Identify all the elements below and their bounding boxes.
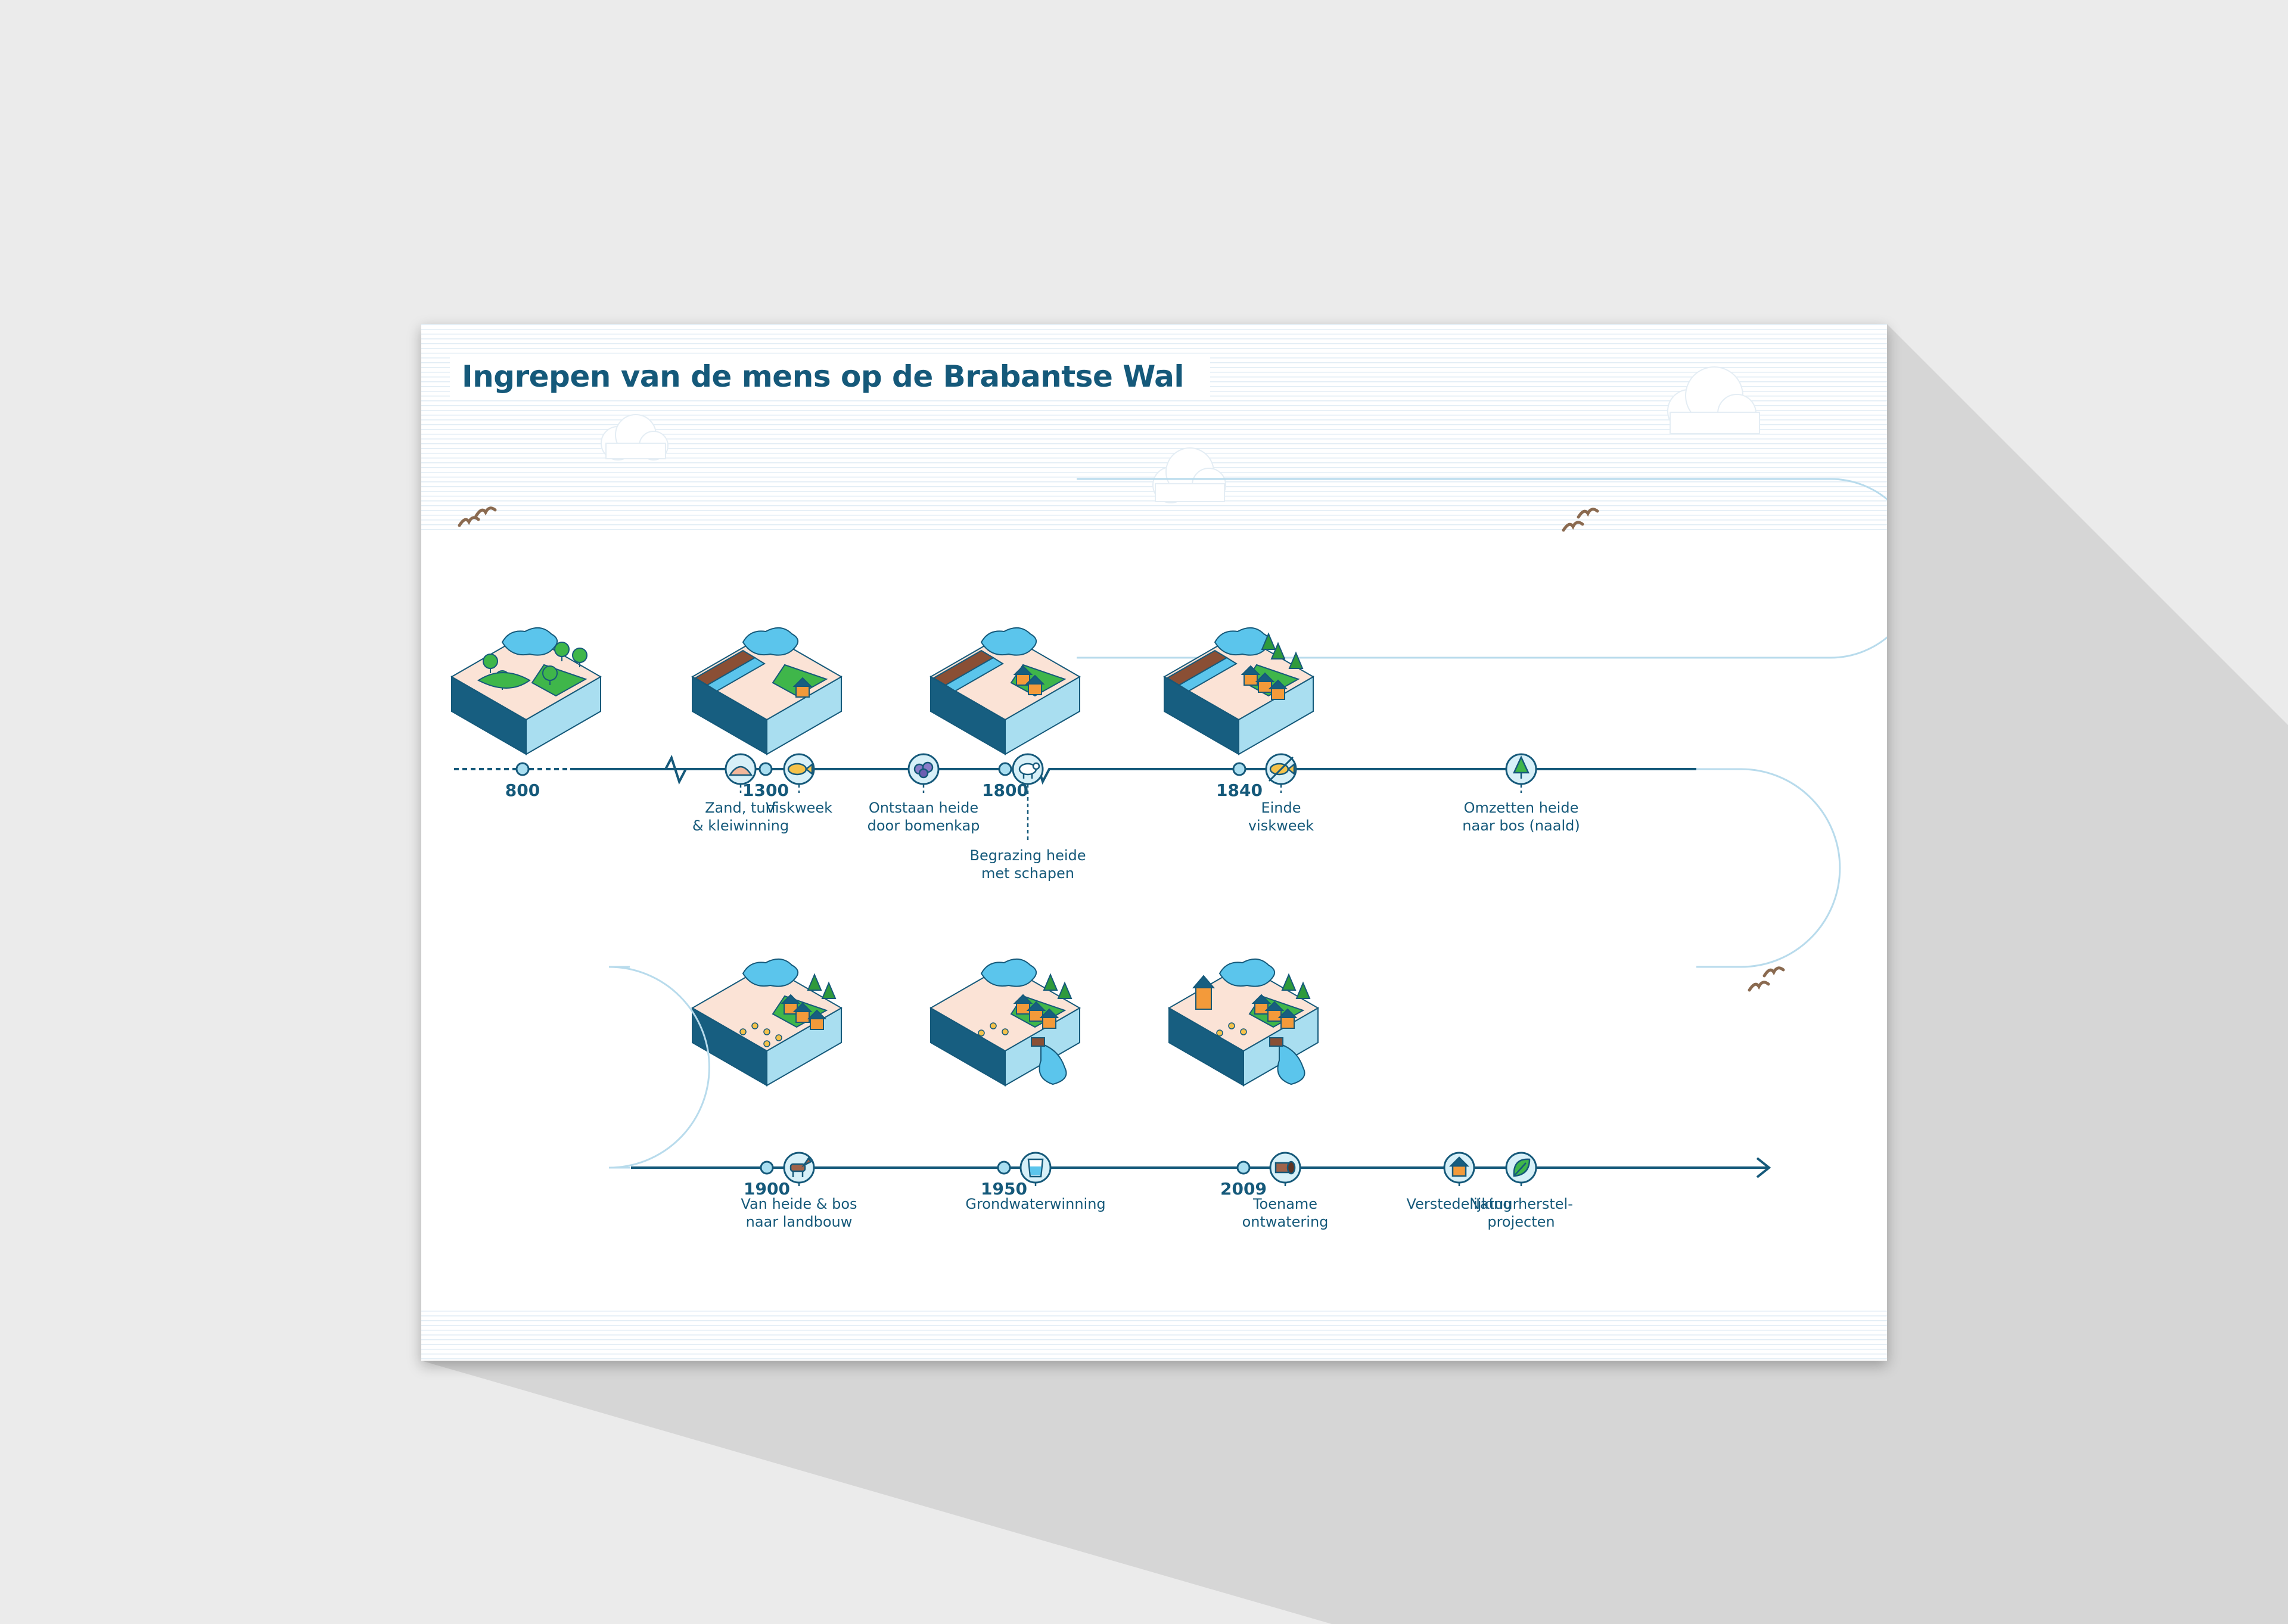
event-label: ontwatering [1242, 1214, 1329, 1230]
year-dot [997, 1161, 1011, 1175]
year-dot [1232, 762, 1246, 776]
horse-icon [789, 1156, 812, 1177]
event-label: Einde [1261, 799, 1301, 816]
event-sand-pile: Zand, turf& kleiwinning [692, 753, 789, 834]
year-marker-2009: 2009 [1220, 1161, 1267, 1199]
year-marker-1840: 1840 [1216, 762, 1263, 800]
year-label: 1950 [981, 1179, 1027, 1199]
landscape-tile [929, 627, 1081, 755]
timeline-diagram: 800 1300 1800 1840 1900 1950 2009 Zand, turf& … [421, 324, 1887, 1361]
title-box: Ingrepen van de mens op de Brabantse Wal [450, 357, 1211, 400]
house-icon [1448, 1156, 1470, 1177]
bird-icon [474, 506, 497, 518]
heather-icon [913, 761, 934, 779]
bird-icon [1562, 521, 1584, 532]
bird-icon [1577, 508, 1599, 519]
landscape-tile [1167, 959, 1320, 1087]
timeline-line [740, 754, 1696, 785]
year-label: 800 [505, 780, 540, 800]
year-label: 1300 [742, 780, 789, 800]
event-drain-pipe: Toename ontwatering [1242, 1152, 1329, 1230]
year-marker-1300: 1300 [742, 762, 789, 800]
landscape-tile [691, 959, 843, 1087]
page-title: Ingrepen van de mens op de Brabantse Wal [462, 359, 1185, 394]
year-marker-800: 800 [505, 762, 540, 800]
birds [458, 506, 1785, 992]
year-dot [760, 1161, 774, 1175]
event-label: Natuurherstel- [1469, 1196, 1573, 1212]
curve-connector-right-side [1696, 768, 1841, 968]
pine-tree-icon [1513, 755, 1530, 779]
bird-icon [1762, 966, 1785, 978]
year-dot [998, 762, 1012, 776]
event-water-glass: Grondwaterwinning [965, 1152, 1106, 1212]
event-house: Verstedelijking [1407, 1152, 1512, 1212]
curve-connector-right [1077, 478, 1887, 659]
event-label: projecten [1487, 1214, 1555, 1230]
year-label: 2009 [1220, 1179, 1267, 1199]
year-label: 1900 [744, 1179, 790, 1199]
event-label: Begrazing heide [969, 847, 1086, 864]
event-label: Toename [1252, 1196, 1317, 1212]
year-label: 1800 [982, 780, 1028, 800]
landscape-tile [1162, 627, 1315, 755]
event-label: viskweek [1248, 817, 1314, 834]
leaf-icon [1513, 1158, 1531, 1177]
year-dot [515, 762, 530, 776]
cloud-icon [1152, 447, 1226, 503]
year-marker-1900: 1900 [744, 1161, 790, 1199]
event-label: Zand, turf [705, 799, 776, 816]
year-label: 1840 [1216, 780, 1263, 800]
clouds [601, 366, 1760, 503]
drain-pipe-icon [1274, 1161, 1296, 1175]
event-label: Omzetten heide [1464, 799, 1579, 816]
event-label: Verstedelijking [1407, 1196, 1512, 1212]
timeline-row-2 [631, 1157, 1771, 1178]
year-dot [758, 762, 773, 776]
cloud-icon [601, 414, 669, 461]
event-horse: Van heide & bos naar landbouw [741, 1152, 857, 1230]
landscape-tile [929, 959, 1081, 1087]
timeline-arrow-icon [1756, 1157, 1771, 1178]
fish-icon [787, 763, 813, 776]
event-fish: Viskweek [766, 753, 832, 816]
event-label: Grondwaterwinning [965, 1196, 1105, 1212]
event-label: door bomenkap [868, 817, 980, 834]
year-marker-1950: 1950 [981, 1161, 1027, 1199]
year-marker-1800: 1800 [982, 762, 1028, 800]
event-label: Viskweek [766, 799, 832, 816]
event-label: Ontstaan heide [869, 799, 978, 816]
bird-icon [1748, 981, 1770, 992]
bird-icon [458, 516, 480, 527]
year-markers: 800 1300 1800 1840 1900 1950 2009 [505, 762, 1267, 1199]
event-label: met schapen [981, 865, 1074, 882]
sheep-icon [1018, 762, 1040, 779]
sand-pile-icon [728, 766, 753, 776]
event-label: naar bos (naald) [1462, 817, 1580, 834]
event-label: & kleiwinning [692, 817, 789, 834]
ground-band [421, 1310, 1887, 1361]
timeline-poster: 800 1300 1800 1840 1900 1950 2009 Zand, turf& … [421, 324, 1887, 1361]
landscape-tile [450, 627, 602, 755]
landscape-tile [691, 627, 843, 755]
year-dot [1236, 1161, 1251, 1175]
water-glass-icon [1027, 1158, 1044, 1178]
cloud-icon [1667, 366, 1760, 434]
event-leaf: Natuurherstel-projecten [1469, 1152, 1573, 1230]
landscape-tiles [450, 627, 1320, 1087]
event-label: Van heide & bos [741, 1196, 857, 1212]
curve-connector-left-side [608, 966, 710, 1169]
no-fish-icon [1268, 756, 1295, 782]
event-label: naar landbouw [746, 1214, 853, 1230]
